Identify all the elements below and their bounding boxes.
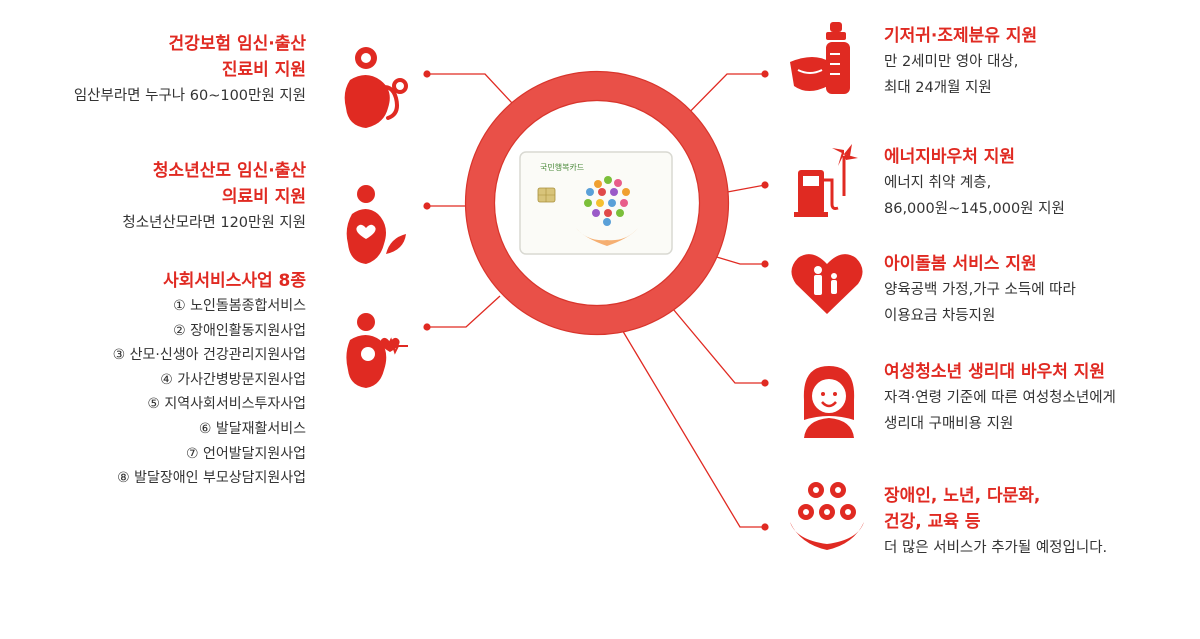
left-item-3-list-1: ① 노인돌봄종합서비스	[173, 298, 306, 314]
right-item-5-title-line-1: 장애인, 노년, 다문화,	[884, 486, 1041, 506]
dot-right-4	[761, 379, 769, 387]
fuel-windmill-icon	[794, 144, 858, 217]
right-item-2-desc-line-1: 에너지 취약 계층,	[884, 175, 992, 191]
right-item-3-desc-line-1: 양육공백 가정,가구 소득에 따라	[884, 282, 1076, 298]
left-item-2: 청소년산모 임신·출산 의료비 지원 청소년산모라면 120만원 지원	[122, 158, 306, 236]
happiness-card-icon: 국민행복카드	[519, 151, 673, 255]
right-item-3-desc-line-2: 이용요금 차등지원	[884, 308, 996, 324]
right-item-1-desc-line-1: 만 2세미만 영아 대상,	[884, 54, 1019, 70]
dot-left-3	[423, 323, 431, 331]
center-ring	[465, 71, 729, 335]
left-item-3: 사회서비스사업 8종 ① 노인돌봄종합서비스 ② 장애인활동지원사업 ③ 산모·…	[113, 268, 306, 491]
girl-face-icon	[803, 366, 855, 438]
right-item-5-title-line-2: 건강, 교육 등	[884, 512, 981, 532]
hands-services-icon	[790, 482, 864, 550]
left-item-3-title: 사회서비스사업 8종	[163, 271, 306, 291]
left-item-1-title-line-1: 건강보험 임신·출산	[168, 34, 307, 54]
right-item-1-desc-line-2: 최대 24개월 지원	[884, 80, 992, 96]
dot-left-1	[423, 70, 431, 78]
left-item-2-title-line-1: 청소년산모 임신·출산	[152, 161, 306, 181]
pregnant-heart-leaf-icon	[346, 185, 406, 264]
left-item-2-desc: 청소년산모라면 120만원 지원	[122, 215, 306, 231]
mother-baby-heartbeat-icon	[346, 313, 408, 388]
right-item-3: 아이돌봄 서비스 지원 양육공백 가정,가구 소득에 따라 이용요금 차등지원	[884, 251, 1076, 329]
right-item-1: 기저귀·조제분유 지원 만 2세미만 영아 대상, 최대 24개월 지원	[884, 23, 1037, 101]
left-item-1-desc: 임산부라면 누구나 60~100만원 지원	[73, 88, 306, 104]
dot-right-3	[761, 260, 769, 268]
left-item-3-list-4: ④ 가사간병방문지원사업	[160, 371, 306, 388]
dot-right-2	[761, 181, 769, 189]
dot-right-5	[761, 523, 769, 531]
right-item-2-title: 에너지바우처 지원	[884, 147, 1016, 167]
left-item-3-list-8: ⑧ 발달장애인 부모상담지원사업	[117, 470, 306, 487]
left-item-1-title-line-2: 진료비 지원	[221, 60, 306, 80]
right-item-5: 장애인, 노년, 다문화, 건강, 교육 등 더 많은 서비스가 추가될 예정입…	[884, 483, 1107, 561]
center-ring-outer-edge	[464, 70, 730, 336]
right-item-1-title: 기저귀·조제분유 지원	[884, 26, 1038, 46]
right-item-4-desc-line-2: 생리대 구매비용 지원	[884, 416, 1014, 432]
right-item-2-desc-line-2: 86,000원~145,000원 지원	[884, 201, 1065, 217]
connector-right-5	[614, 317, 765, 528]
right-item-2: 에너지바우처 지원 에너지 취약 계층, 86,000원~145,000원 지원	[884, 144, 1065, 222]
connector-right-2	[721, 184, 766, 194]
heart-family-icon	[791, 254, 863, 314]
left-item-2-title-line-2: 의료비 지원	[221, 187, 306, 207]
connector-right-4	[667, 302, 765, 384]
right-item-4-title: 여성청소년 생리대 바우처 지원	[884, 362, 1106, 382]
right-item-5-desc: 더 많은 서비스가 추가될 예정입니다.	[884, 540, 1108, 556]
happiness-card: 국민행복카드	[518, 150, 674, 256]
right-item-3-title: 아이돌봄 서비스 지원	[884, 254, 1037, 274]
diaper-bottle-icon	[790, 22, 850, 94]
left-item-3-list-5: ⑤ 지역사회서비스투자사업	[147, 396, 306, 413]
left-item-3-list-3: ③ 산모·신생아 건강관리지원사업	[112, 347, 306, 364]
left-item-1: 건강보험 임신·출산 진료비 지원 임산부라면 누구나 60~100만원 지원	[74, 31, 306, 109]
card-brand-label: 국민행복카드	[540, 162, 584, 172]
pregnant-woman-stethoscope-icon	[344, 47, 408, 128]
left-item-3-list-6: ⑥ 발달재활서비스	[198, 420, 306, 437]
connector-left-3	[427, 295, 501, 328]
left-item-3-list-7: ⑦ 언어발달지원사업	[185, 445, 306, 462]
dot-left-2	[423, 202, 431, 210]
left-item-3-list-2: ② 장애인활동지원사업	[173, 322, 306, 339]
center-ring-inner-edge	[493, 99, 701, 307]
right-item-4: 여성청소년 생리대 바우처 지원 자격·연령 기준에 따른 여성청소년에게 생리…	[884, 359, 1116, 437]
dot-right-1	[761, 70, 769, 78]
right-item-4-desc-line-1: 자격·연령 기준에 따른 여성청소년에게	[884, 390, 1116, 406]
